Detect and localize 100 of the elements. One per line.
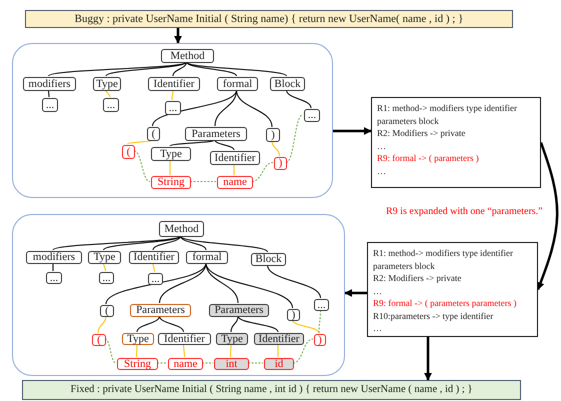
tree-node: [314, 299, 329, 311]
node-label: (: [152, 128, 156, 140]
node-label: formal: [192, 252, 222, 263]
code-text: Fixed : private UserName Initial ( String name , int id ) { return new UserName ( name , id ) ; }: [70, 383, 472, 397]
arrow: [344, 289, 367, 297]
tree-node: [26, 251, 82, 264]
rule-line: …: [377, 140, 387, 152]
dashed-link: [286, 114, 304, 163]
node-label: ...: [102, 273, 111, 283]
rule-line: R1: method-> modifiers type identifier parameters block: [377, 102, 518, 127]
tree-link: [48, 62, 187, 76]
tree-link: [206, 262, 293, 308]
tree-link: [98, 316, 106, 334]
tree-link: [186, 62, 287, 76]
tree-link: [292, 320, 320, 334]
tree-node: [251, 253, 286, 266]
rules-box: [371, 97, 541, 188]
tree-node: [185, 127, 247, 141]
tree-link: [238, 316, 278, 332]
node-label: Block: [274, 78, 301, 90]
tree-node: [148, 273, 163, 285]
dashed-link: [190, 181, 216, 182]
tree-link: [172, 90, 174, 100]
tree-node: [148, 77, 200, 91]
node-label: ): [318, 335, 322, 345]
node-label: int: [226, 359, 238, 369]
tree-node: [158, 333, 211, 345]
node-label: ...: [308, 110, 316, 121]
tree-node: [304, 109, 320, 122]
tree-node: [46, 272, 62, 284]
node-label: ...: [168, 102, 178, 114]
arrow: [424, 337, 432, 381]
tree-node: [186, 251, 228, 264]
node-label: (: [105, 306, 109, 316]
node-label: String: [158, 177, 184, 188]
token-node: [217, 176, 253, 189]
token-node: [117, 358, 158, 370]
node-label: modifiers: [32, 252, 76, 263]
tree-link: [106, 90, 110, 98]
node-label: ...: [50, 273, 58, 283]
rule-line: R9: formal -> ( parameters parameters ): [373, 297, 518, 310]
code-text: Buggy : private UserName Initial ( String name) { return new UserName( name , id ) ; }: [74, 12, 464, 27]
tree-node: [151, 147, 191, 161]
rule-line: …: [373, 322, 383, 334]
token-node: [92, 334, 106, 346]
node-label: Identifier: [214, 152, 256, 164]
token-node: [214, 358, 249, 370]
node-label: Type: [96, 78, 118, 90]
node-label: Method: [164, 222, 199, 236]
dashed-link: [134, 150, 150, 182]
tree-link: [52, 236, 181, 250]
tree-node: [99, 272, 114, 284]
token-node: [274, 157, 287, 170]
node-label: Parameters: [214, 305, 264, 316]
node-label: (: [97, 335, 101, 345]
code-box: [25, 10, 513, 28]
tree-panel: [12, 43, 333, 198]
tree-node: [266, 128, 280, 142]
tree-node: [42, 98, 58, 112]
tree-node: [103, 98, 119, 112]
tree-panel: [12, 214, 345, 376]
node-label: Type: [94, 252, 116, 263]
tree-node: [209, 304, 269, 317]
token-node: [314, 334, 326, 346]
node-label: Identifier: [164, 334, 205, 344]
dashed-link: [202, 362, 214, 364]
dashed-link: [104, 338, 116, 364]
node-label: Method: [170, 50, 205, 62]
node-label: ...: [151, 274, 160, 284]
node-label: Type: [221, 334, 243, 344]
node-label: ...: [317, 300, 326, 310]
tree-node: [254, 333, 304, 345]
tree-node: [210, 151, 260, 165]
tree-link: [172, 62, 187, 76]
tree-link: [152, 90, 237, 126]
node-label: name: [174, 359, 198, 369]
tree-node: [100, 305, 114, 317]
annotation-text: R9 is expanded with one “parameters.”: [386, 206, 543, 217]
tree-link: [236, 90, 272, 128]
arrow: [536, 142, 558, 290]
node-label: id: [274, 359, 284, 369]
node-label: Type: [160, 148, 182, 160]
node-label: ...: [106, 99, 116, 111]
tree-node: [88, 251, 121, 264]
tree-link: [106, 62, 187, 76]
node-label: Block: [255, 254, 282, 265]
tree-link: [272, 140, 280, 156]
dashed-link: [156, 362, 168, 364]
code-box: [22, 380, 521, 400]
rule-line: R2: Modifiers -> private: [373, 272, 462, 284]
tree-node: [287, 309, 300, 321]
node-label: ): [278, 158, 282, 169]
tree-node: [217, 77, 258, 91]
tree-link: [230, 316, 238, 332]
node-label: modifiers: [28, 78, 71, 90]
tree-link: [186, 62, 237, 76]
token-node: [122, 145, 135, 159]
tree-link: [206, 262, 238, 304]
node-label: Identifier: [134, 252, 174, 263]
tree-node: [23, 77, 76, 91]
